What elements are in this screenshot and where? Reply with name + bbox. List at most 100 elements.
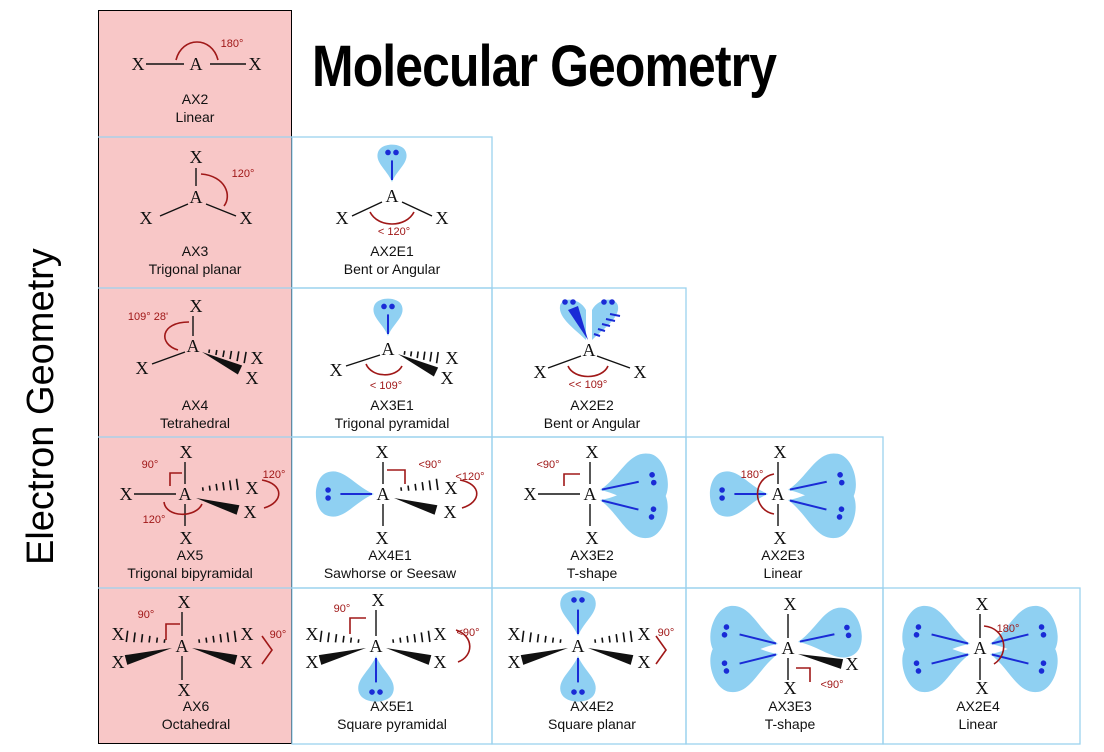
bond-angle-label: 120°: [232, 168, 255, 180]
electron-dot: [845, 632, 852, 639]
wedge-bond: [394, 498, 438, 515]
formula-label: AX3: [182, 243, 209, 259]
geometry-name-label: Trigonal bipyramidal: [127, 565, 253, 581]
bond-angle-label: 90°: [334, 603, 351, 615]
lone-pair: [600, 485, 668, 538]
lone-pair-stem: [931, 653, 969, 665]
formula-label: AX3E3: [768, 698, 812, 714]
central-atom: A: [584, 484, 597, 504]
bond-angle-label: < 109°: [370, 380, 402, 392]
hash-bond: [407, 485, 410, 491]
hash-bond: [413, 634, 417, 643]
central-atom: A: [583, 340, 596, 360]
bond-angle-label: 90°: [270, 629, 287, 641]
bond-angle-label: <90°: [456, 627, 479, 639]
electron-dot: [721, 660, 728, 667]
hash-bond: [219, 634, 223, 643]
wedge-bond: [398, 354, 439, 377]
lone-pair-stem: [601, 499, 639, 511]
formula-label: AX4E1: [368, 547, 412, 563]
bond-angle-label: << 109°: [569, 379, 608, 391]
right-angle-mark: [387, 469, 406, 484]
geometry-name-label: Bent or Angular: [544, 415, 641, 431]
ligand-atom: X: [190, 147, 203, 167]
ligand-atom: X: [586, 442, 599, 462]
angle-arc: [567, 365, 609, 378]
angle-arc: [369, 211, 415, 225]
ligand-atom: X: [441, 368, 454, 388]
lone-pair-lobe: [788, 485, 856, 538]
ligand-atom: X: [240, 208, 253, 228]
ligand-atom: X: [132, 54, 145, 74]
geometry-name-label: Square planar: [548, 716, 636, 732]
ligand-atom: X: [251, 348, 264, 368]
ligand-atom: X: [336, 208, 349, 228]
lone-pair-stem: [991, 653, 1029, 665]
electron-dot: [836, 514, 843, 520]
geometry-name-label: T-shape: [765, 716, 816, 732]
angle-arc: [200, 173, 229, 207]
central-atom: A: [772, 484, 785, 504]
electron-geometry-column: [98, 10, 292, 744]
bond: [151, 351, 186, 365]
ligand-atom: X: [434, 652, 447, 672]
right-angle-mark: [169, 472, 182, 486]
central-atom: A: [382, 339, 395, 359]
bond: [401, 201, 433, 217]
hash-bond: [229, 350, 233, 360]
electron-dot: [1038, 668, 1045, 674]
hash-bond: [148, 635, 151, 643]
electron-dot: [579, 597, 585, 603]
ligand-atom: X: [524, 484, 537, 504]
central-atom: A: [974, 638, 987, 658]
lone-pair: [710, 639, 778, 692]
lone-pair-stem: [739, 653, 777, 665]
lone-pair: [990, 639, 1058, 692]
ligand-atom: X: [249, 54, 262, 74]
hash-bond: [319, 630, 323, 643]
angle-arc: [983, 625, 1005, 665]
ligand-atom: X: [241, 624, 254, 644]
lone-pair: [902, 639, 970, 692]
ligand-atom: X: [244, 502, 257, 522]
geometry-name-label: Linear: [959, 716, 998, 732]
lone-pair-stem: [789, 480, 827, 491]
ligand-atom: X: [976, 678, 989, 698]
bond-angle-label: 120°: [263, 469, 286, 481]
hash-bond: [228, 480, 232, 491]
hash-bond: [243, 351, 247, 364]
lone-pair: [377, 144, 407, 182]
central-atom: A: [176, 636, 189, 656]
formula-label: AX2E4: [956, 698, 1000, 714]
ligand-atom: X: [444, 502, 457, 522]
hash-bond: [414, 483, 417, 491]
right-angle-mark: [655, 635, 667, 665]
lone-pair-stem: [739, 633, 777, 645]
lone-pair-stem: [789, 499, 827, 511]
wedge-bond: [386, 648, 432, 665]
central-atom: A: [187, 336, 200, 356]
electron-dot: [721, 631, 728, 638]
hash-bond: [427, 630, 431, 643]
ligand-atom: X: [534, 362, 547, 382]
ligand-atom: X: [190, 296, 203, 316]
hash-bond: [327, 632, 330, 643]
hash-bond: [536, 634, 540, 643]
bond: [345, 354, 381, 367]
bond-angle-label: 180°: [997, 623, 1020, 635]
electron-dot: [837, 472, 843, 478]
page-title: Molecular Geometry: [312, 34, 777, 99]
formula-label: AX2E2: [570, 397, 614, 413]
electron-dot: [723, 624, 730, 630]
geometry-name-label: Linear: [764, 565, 803, 581]
angle-arc: [455, 629, 471, 663]
angle-arc: [163, 501, 203, 516]
electron-dot: [913, 631, 920, 638]
